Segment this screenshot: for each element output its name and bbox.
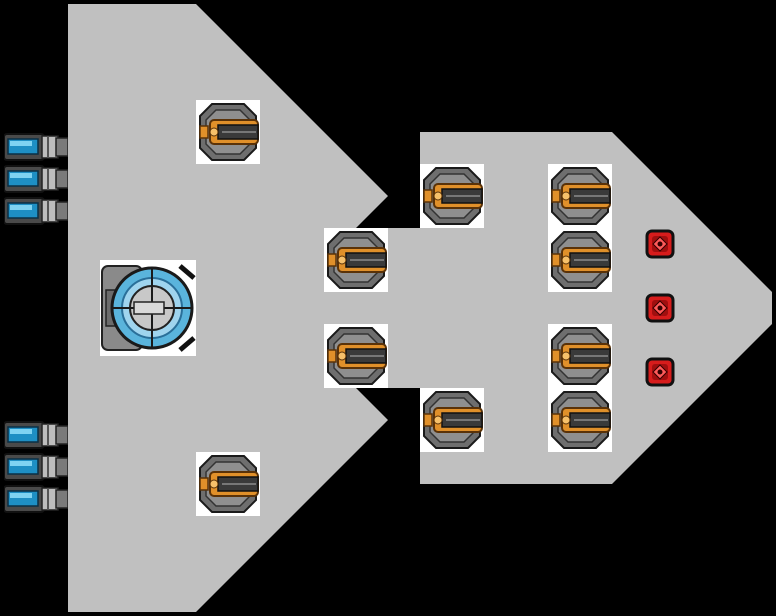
ion-thruster-icon <box>3 485 69 513</box>
ion-thruster-icon <box>3 165 69 193</box>
turret-module[interactable] <box>420 388 484 452</box>
red-mine-icon <box>645 357 675 387</box>
turret-module[interactable] <box>548 324 612 388</box>
thruster[interactable] <box>3 452 69 482</box>
ion-thruster-icon <box>3 197 69 225</box>
turret-module[interactable] <box>324 324 388 388</box>
ion-thruster-icon <box>3 421 69 449</box>
autocannon-turret-icon <box>551 231 611 289</box>
turret-module[interactable] <box>420 164 484 228</box>
red-mine-icon <box>645 229 675 259</box>
autocannon-turret-icon <box>423 167 483 225</box>
reactor-core-icon <box>101 264 196 352</box>
ion-thruster-icon <box>3 133 69 161</box>
mine-module[interactable] <box>644 292 676 324</box>
turret-module[interactable] <box>324 228 388 292</box>
reactor-module[interactable] <box>100 260 196 356</box>
autocannon-turret-icon <box>327 327 387 385</box>
turret-module[interactable] <box>548 388 612 452</box>
autocannon-turret-icon <box>551 391 611 449</box>
thruster[interactable] <box>3 196 69 226</box>
thruster[interactable] <box>3 420 69 450</box>
turret-module[interactable] <box>548 164 612 228</box>
autocannon-turret-icon <box>423 391 483 449</box>
autocannon-turret-icon <box>551 327 611 385</box>
ion-thruster-icon <box>3 453 69 481</box>
mine-module[interactable] <box>644 356 676 388</box>
turret-module[interactable] <box>548 228 612 292</box>
thruster[interactable] <box>3 132 69 162</box>
autocannon-turret-icon <box>551 167 611 225</box>
thruster[interactable] <box>3 484 69 514</box>
turret-module[interactable] <box>196 452 260 516</box>
turret-module[interactable] <box>196 100 260 164</box>
mine-module[interactable] <box>644 228 676 260</box>
autocannon-turret-icon <box>327 231 387 289</box>
thruster[interactable] <box>3 164 69 194</box>
red-mine-icon <box>645 293 675 323</box>
autocannon-turret-icon <box>199 455 259 513</box>
autocannon-turret-icon <box>199 103 259 161</box>
